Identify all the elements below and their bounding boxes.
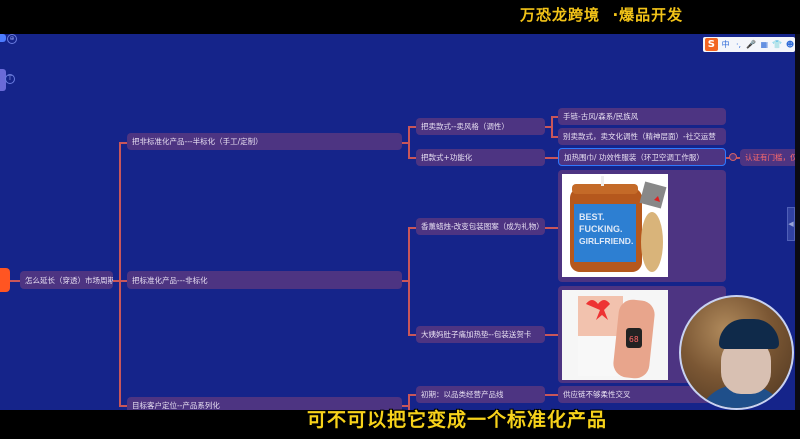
connector [402,280,408,282]
connector [119,142,121,406]
node-customer-positioning[interactable]: 目标客户定位--产品系列化 [127,397,402,414]
node-style-plus-function[interactable]: 把款式+功能化 [416,149,545,166]
keyboard-icon[interactable]: ▦ [760,40,769,49]
node-label: 香薰蜡烛-改变包装图案（成为礼物） [421,222,544,231]
connector [408,126,410,158]
connector [545,157,558,159]
connector [408,126,416,128]
collapse-toggle[interactable] [729,153,737,161]
window-edge [795,34,800,410]
node-sell-culture[interactable]: 别卖款式，卖文化调性（精神层面）-社交运营 [558,128,726,145]
left-panel-tab-1[interactable] [0,34,6,42]
node-extend-market-cycle[interactable]: 怎么延长（穿透）市场周期 [20,271,113,289]
connector [113,280,119,282]
presenter-cap [719,319,779,349]
node-label: 目标客户定位--产品系列化 [132,401,220,410]
connector [402,142,408,144]
heating-pad-image-node[interactable]: 68 [558,286,726,383]
node-category-product-line[interactable]: 初期：以品类经营产品线 [416,386,545,403]
skin-icon[interactable]: 👕 [772,40,783,49]
node-label: 把款式+功能化 [421,153,473,162]
connector [119,142,127,144]
connector [551,116,558,118]
assistant-icon[interactable]: ☻ [785,40,795,49]
presenter-shirt [697,385,787,408]
node-non-standardize[interactable]: 把标准化产品---非标化 [127,271,402,289]
node-label: 加热围巾/ 功效性服装（环卫空调工作服） [564,152,704,162]
connector [551,116,553,136]
node-certification[interactable]: 认证有门槛，仅 [740,149,795,166]
video-title: 万恐龙跨境 ·爆品开发 [520,6,684,24]
sogou-logo-icon[interactable]: S [705,38,718,51]
node-bracelet-styles[interactable]: 手链-古风/森系/民族风 [558,108,726,125]
node-label: 怎么延长（穿透）市场周期 [25,275,113,285]
connector [551,136,558,138]
svg-text:FUCKING.: FUCKING. [579,224,623,234]
subtitle-bar [0,410,800,439]
node-label: 把卖款式--卖风格（调性） [421,122,509,131]
top-banner [0,0,800,34]
connector [408,227,410,334]
punctuation-icon[interactable]: ·, [735,40,742,49]
text-icon[interactable]: T [5,74,15,84]
node-label: 别卖款式，卖文化调性（精神层面）-社交运营 [563,132,716,141]
sidebar-collapse-button[interactable]: ◀ [787,207,795,241]
heating-pad-image: 68 [562,290,668,380]
node-scented-candle[interactable]: 香薰蜡烛-改变包装图案（成为礼物） [416,218,545,235]
connector [545,394,558,396]
node-heated-scarf[interactable]: 加热围巾/ 功效性服装（环卫空调工作服） [558,148,726,166]
left-panel-tab-2[interactable] [0,69,6,91]
root-node[interactable] [0,268,10,292]
add-icon[interactable]: ⊕ [7,34,17,44]
ime-toolbar[interactable]: S 中 ·, 🎤 ▦ 👕 ☻ [703,37,795,52]
node-label: 大姨妈肚子痛加热垫--包装送贺卡 [421,330,532,339]
node-semi-standardize[interactable]: 把非标准化产品---半标化（手工/定制） [127,133,402,150]
connector [408,334,416,336]
node-label: 把标准化产品---非标化 [132,275,208,285]
chinese-mode-icon[interactable]: 中 [721,40,730,49]
connector [545,227,558,229]
svg-text:68: 68 [629,335,639,344]
presenter-webcam [679,295,794,410]
microphone-icon[interactable]: 🎤 [746,40,757,49]
connector [402,405,408,407]
chevron-left-icon: ◀ [788,220,794,228]
node-heating-pad[interactable]: 大姨妈肚子痛加热垫--包装送贺卡 [416,326,545,343]
connector [408,394,416,396]
node-label: 供应链不够柔性交叉 [563,390,631,399]
node-sell-style[interactable]: 把卖款式--卖风格（调性） [416,118,545,135]
video-subtitle: 可不可以把它变成一个标准化产品 [307,409,608,431]
connector [408,227,416,229]
connector [10,280,20,282]
svg-text:BEST.: BEST. [579,212,605,222]
connector [408,157,416,159]
node-label: 把非标准化产品---半标化（手工/定制） [132,137,263,146]
connector [545,126,551,128]
connector [545,334,558,336]
candle-image: BEST. FUCKING. GIRLFRIEND. [562,174,668,277]
connector [408,394,410,410]
node-label: 认证有门槛，仅 [745,153,795,162]
node-supply-chain[interactable]: 供应链不够柔性交叉 [558,386,726,403]
svg-text:GIRLFRIEND.: GIRLFRIEND. [579,236,633,246]
node-label: 手链-古风/森系/民族风 [563,112,639,121]
candle-image-node[interactable]: BEST. FUCKING. GIRLFRIEND. [558,170,726,282]
connector [119,405,127,407]
node-label: 初期：以品类经营产品线 [421,390,504,399]
connector [119,280,127,282]
